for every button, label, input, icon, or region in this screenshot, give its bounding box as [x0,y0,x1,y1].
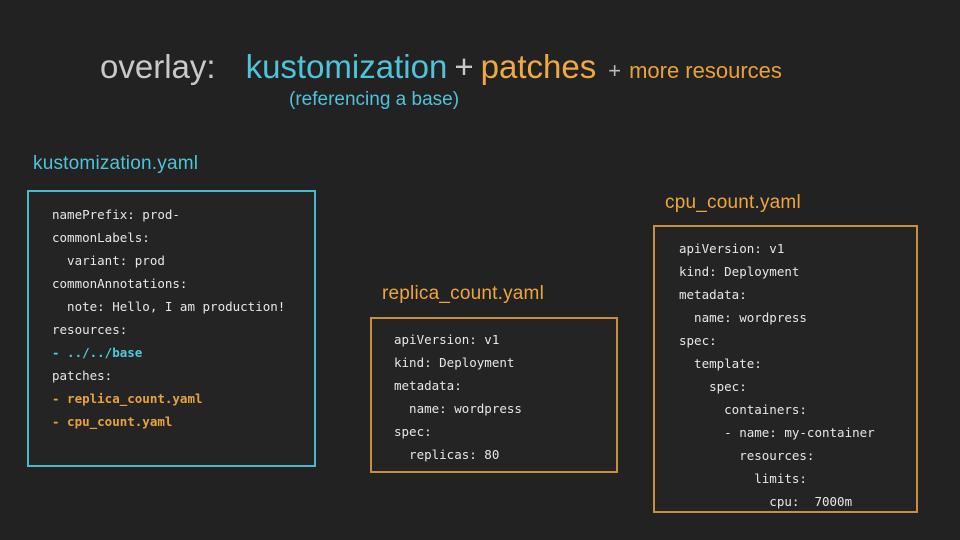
code-line: patches: [52,368,113,383]
code-line-base-ref: - ../../base [52,345,143,360]
code-line: name: wordpress [679,310,807,325]
title-plus-sign: + [454,48,474,85]
replica-count-yaml-code-box: apiVersion: v1 kind: Deployment metadata… [370,317,618,473]
code-line: metadata: [679,287,747,302]
slide-title: overlay:kustomization+patches+more resou… [100,48,782,86]
code-line-replica-patch-ref: - replica_count.yaml [52,391,203,406]
code-line: commonAnnotations: [52,276,188,291]
code-line-cpu-patch-ref: - cpu_count.yaml [52,414,173,429]
cpu-count-yaml-label: cpu_count.yaml [665,192,801,213]
code-line: namePrefix: prod- [52,207,180,222]
code-line: containers: [679,402,807,417]
code-line: apiVersion: v1 [679,241,785,256]
code-line: replicas: 80 [394,447,500,462]
title-plus-sign-2: + [608,58,622,83]
code-line: kind: Deployment [679,264,800,279]
code-line: variant: prod [52,253,165,268]
title-patches-text: patches [480,48,597,85]
code-line: - name: my-container [679,425,875,440]
code-line: resources: [679,448,815,463]
code-line: spec: [679,379,747,394]
code-line: template: [679,356,762,371]
code-line: limits: [679,471,807,486]
code-line: resources: [52,322,128,337]
code-line: apiVersion: v1 [394,332,500,347]
code-line: spec: [679,333,717,348]
kustomization-yaml-label: kustomization.yaml [33,153,199,174]
cpu-count-yaml-code-box: apiVersion: v1 kind: Deployment metadata… [653,225,918,513]
code-line: name: wordpress [394,401,522,416]
title-more-resources-text: more resources [629,58,782,83]
code-line: spec: [394,424,432,439]
title-kustomization-text: kustomization [245,48,448,85]
code-line: cpu: 7000m [679,494,853,509]
title-overlay-text: overlay: [100,48,216,85]
replica-count-yaml-label: replica_count.yaml [382,283,545,304]
code-line: metadata: [394,378,462,393]
kustomization-yaml-code-box: namePrefix: prod- commonLabels: variant:… [27,190,316,467]
code-line: commonLabels: [52,230,150,245]
code-line: kind: Deployment [394,355,515,370]
code-line: note: Hello, I am production! [52,299,286,314]
title-subtitle: (referencing a base) [289,89,460,110]
